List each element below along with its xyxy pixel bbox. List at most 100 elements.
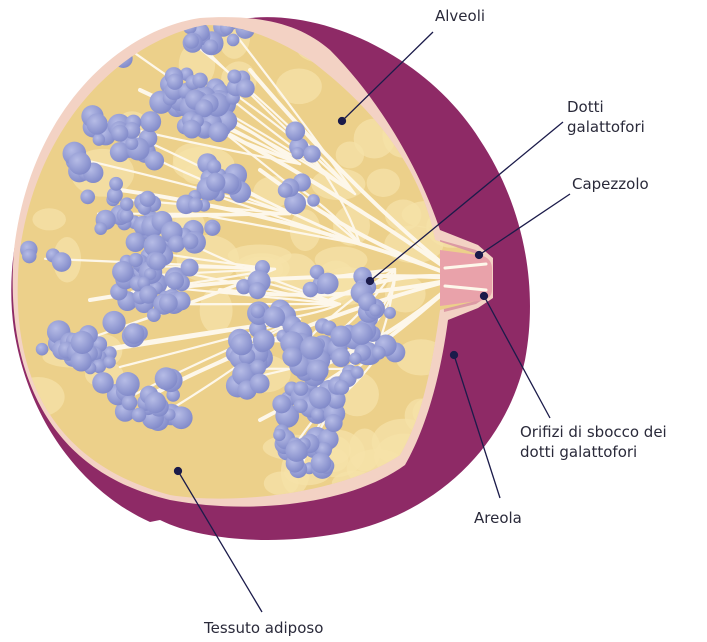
alveolus (206, 173, 225, 192)
alveolus (311, 408, 325, 422)
alveolus (182, 120, 201, 139)
alveolus (263, 306, 285, 328)
alveolus (149, 252, 167, 270)
alveolus (307, 359, 329, 381)
label-tessuto-text: Tessuto adiposo (204, 618, 323, 638)
alveolus (250, 360, 266, 376)
alveolus (159, 294, 178, 313)
fat-lobule (0, 458, 34, 484)
fat-lobule (276, 69, 322, 105)
alveolus (120, 209, 134, 223)
alveolus (300, 336, 324, 360)
alveolus (303, 145, 320, 162)
alveolus (111, 125, 128, 142)
alveolus (116, 372, 140, 396)
alveolus (103, 356, 116, 369)
label-orifizi: Orifizi di sbocco dei dotti galattofori (520, 422, 667, 462)
alveolus (181, 259, 199, 277)
alveolus (140, 111, 161, 132)
label-orifizi-line-1: Orifizi di sbocco dei (520, 422, 667, 442)
alveolus (71, 331, 94, 354)
alveolus (293, 381, 308, 396)
alveolus (92, 372, 114, 394)
fat-lobule (385, 199, 421, 230)
alveolus (309, 387, 331, 409)
alveolus (294, 399, 308, 413)
alveolus (311, 453, 332, 474)
alveolus (231, 333, 253, 355)
fat-lobule (23, 8, 73, 34)
alveolus (183, 233, 199, 249)
alveolus (331, 348, 350, 367)
alveolus (147, 308, 161, 322)
dot-alveoli (339, 118, 346, 125)
alveolus (22, 249, 37, 264)
alveolus (166, 272, 184, 290)
alveolus (167, 74, 183, 90)
alveolus (307, 194, 320, 207)
alveolus (204, 39, 219, 54)
label-dotti-galattofori: Dotti galattofori (567, 97, 645, 137)
alveolus (285, 440, 307, 462)
alveolus (145, 392, 167, 414)
alveolus (80, 190, 95, 205)
alveolus (206, 222, 220, 236)
label-orifizi-line-2: dotti galattofori (520, 442, 667, 462)
alveolus (86, 113, 107, 134)
label-dotti-line-2: galattofori (567, 117, 645, 137)
alveolus (207, 159, 222, 174)
alveolus (372, 346, 386, 360)
label-areola: Areola (474, 508, 522, 528)
alveolus (109, 177, 123, 191)
label-dotti-line-1: Dotti (567, 97, 645, 117)
alveolus (369, 304, 381, 316)
alveolus (93, 133, 105, 145)
alveolus (351, 366, 364, 379)
alveolus (350, 322, 372, 344)
alveolus (285, 122, 305, 142)
alveolus (250, 374, 270, 394)
dot-tessuto (175, 468, 182, 475)
dot-orifizi (481, 293, 488, 300)
alveolus (227, 34, 240, 47)
alveolus (102, 311, 125, 334)
alveolus (126, 232, 146, 252)
alveolus (184, 33, 199, 48)
alveolus (124, 323, 145, 344)
fat-lobule (367, 169, 400, 197)
alveolus (105, 26, 124, 45)
alveolus (253, 330, 275, 352)
label-alveoli: Alveoli (435, 6, 485, 26)
alveolus (330, 326, 351, 347)
dot-areola (451, 352, 458, 359)
alveolus (125, 137, 138, 150)
alveolus (272, 395, 291, 414)
alveolus (122, 395, 138, 411)
alveolus (384, 307, 396, 319)
alveolus (291, 147, 303, 159)
alveolus (155, 367, 178, 390)
dot-dotti (367, 278, 374, 285)
label-alveoli-text: Alveoli (435, 6, 485, 26)
alveolus (273, 429, 285, 441)
fat-lobule (336, 141, 364, 168)
fat-lobule (32, 208, 66, 230)
alveolus (188, 198, 203, 213)
alveolus (36, 343, 49, 356)
alveolus (140, 191, 156, 207)
alveolus (52, 252, 72, 272)
alveolus (249, 282, 266, 299)
alveolus (94, 222, 107, 235)
alveolus (208, 122, 228, 142)
label-tessuto-adiposo: Tessuto adiposo (204, 618, 323, 638)
alveolus (334, 380, 349, 395)
fat-lobule (394, 32, 435, 62)
label-capezzolo: Capezzolo (572, 174, 649, 194)
alveolus (168, 235, 185, 252)
alveolus (129, 253, 143, 267)
alveolus (68, 152, 91, 175)
alveolus (251, 304, 266, 319)
alveolus (278, 183, 293, 198)
alveolus (132, 408, 147, 423)
alveolus (349, 352, 361, 364)
